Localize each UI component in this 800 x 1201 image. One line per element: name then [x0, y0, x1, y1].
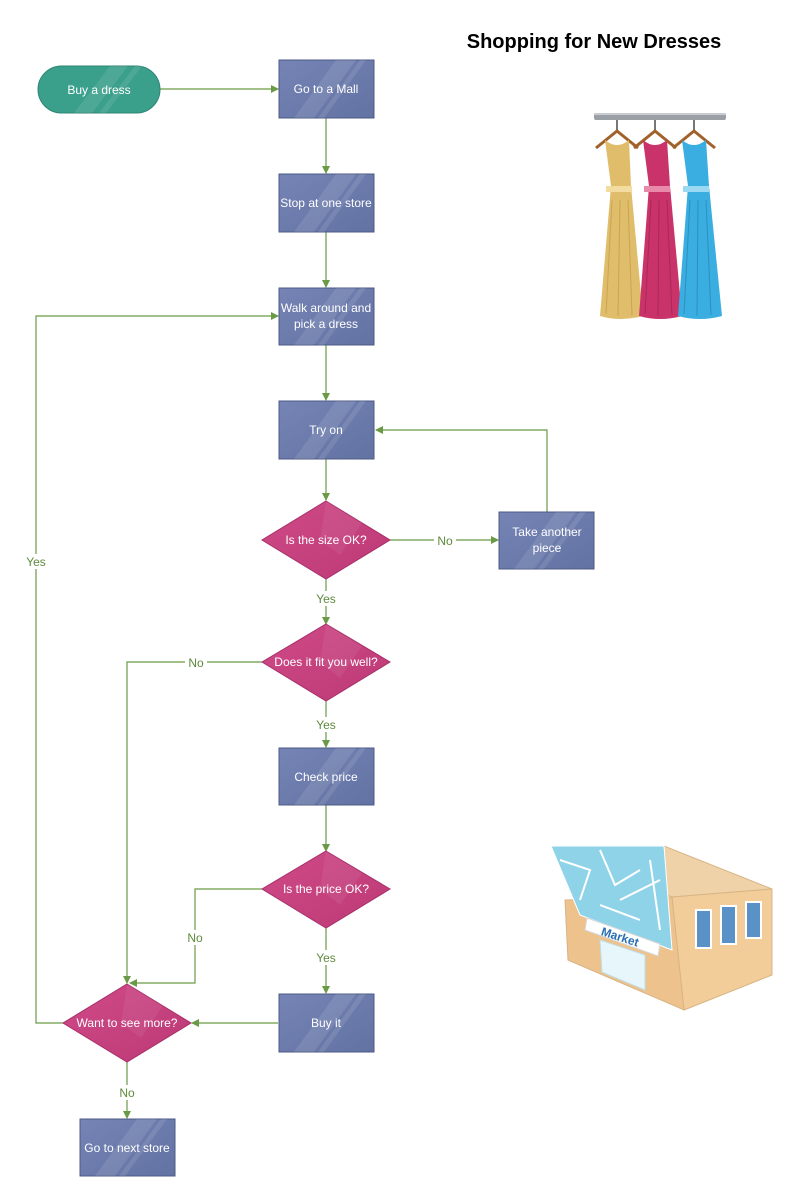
edge-fit-more — [123, 661, 262, 984]
edge-label-more-no: No — [119, 1086, 135, 1100]
node-check-price[interactable]: Check price — [278, 747, 375, 806]
diagram-title: Shopping for New Dresses — [467, 31, 722, 53]
node-price-ok-decision[interactable]: Is the price OK? — [261, 850, 391, 929]
svg-text:Try on: Try on — [309, 423, 343, 437]
edge-labels: No Yes No Yes No Yes Yes No — [22, 532, 456, 1100]
svg-text:Check price: Check price — [294, 770, 358, 784]
node-go-to-mall[interactable]: Go to a Mall — [278, 59, 375, 119]
svg-text:Take another: Take another — [512, 525, 581, 539]
svg-text:piece: piece — [533, 541, 562, 555]
node-walk-around[interactable]: Walk around and pick a dress — [278, 287, 375, 346]
svg-text:Buy it: Buy it — [311, 1016, 342, 1030]
edge-another-tryon — [375, 426, 548, 512]
market-building-icon: Market — [550, 845, 773, 1011]
svg-text:Walk around and: Walk around and — [281, 301, 371, 315]
edges — [35, 85, 548, 1119]
node-take-another-piece[interactable]: Take another piece — [498, 511, 595, 570]
node-size-ok-decision[interactable]: Is the size OK? — [261, 500, 391, 580]
node-try-on[interactable]: Try on — [278, 400, 375, 460]
blue-dress-icon — [672, 129, 722, 319]
node-next-store[interactable]: Go to next store — [79, 1118, 176, 1177]
edge-label-price-yes: Yes — [316, 951, 336, 965]
svg-text:Is the size OK?: Is the size OK? — [285, 533, 367, 547]
yellow-dress-icon — [595, 129, 643, 319]
svg-text:Does it fit you well?: Does it fit you well? — [274, 655, 378, 669]
edge-label-fit-yes: Yes — [316, 718, 336, 732]
node-stop-at-store[interactable]: Stop at one store — [278, 173, 375, 233]
svg-text:Go to next store: Go to next store — [84, 1141, 170, 1155]
node-buy-a-dress[interactable]: Buy a dress — [37, 65, 161, 114]
edge-label-price-no: No — [187, 931, 203, 945]
edge-label-size-no: No — [437, 534, 453, 548]
svg-text:Go to a Mall: Go to a Mall — [294, 82, 359, 96]
svg-text:Is the price OK?: Is the price OK? — [283, 882, 369, 896]
node-buy-it[interactable]: Buy it — [278, 993, 375, 1053]
pink-dress-icon — [633, 129, 682, 319]
node-see-more-decision[interactable]: Want to see more? — [62, 983, 192, 1063]
dress-rack-icon — [594, 113, 726, 319]
svg-text:Buy a dress: Buy a dress — [67, 83, 130, 97]
edge-more-walk — [35, 312, 279, 1024]
edge-label-more-yes: Yes — [26, 555, 46, 569]
svg-text:pick a dress: pick a dress — [294, 317, 358, 331]
node-fit-decision[interactable]: Does it fit you well? — [261, 623, 391, 702]
edge-label-fit-no: No — [188, 656, 204, 670]
svg-text:Want to see more?: Want to see more? — [77, 1016, 178, 1030]
edge-label-size-yes: Yes — [316, 592, 336, 606]
svg-text:Stop at one store: Stop at one store — [280, 196, 372, 210]
